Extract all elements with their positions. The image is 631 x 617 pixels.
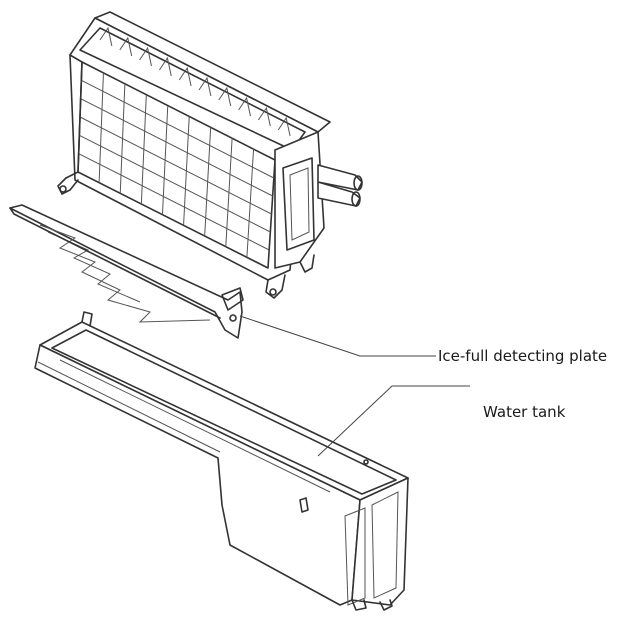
label-water-tank: Water tank (483, 403, 566, 421)
ice-tray-assembly (57, 11, 363, 299)
tray-fins (99, 26, 291, 137)
callout-ice-full-plate: Ice-full detecting plate (239, 315, 607, 365)
label-ice-full-plate: Ice-full detecting plate (438, 347, 607, 365)
water-tank (34, 311, 409, 611)
leader-line-water-tank (317, 385, 470, 457)
tray-grid (78, 72, 275, 258)
leader-line-ice-full-plate (239, 315, 436, 357)
ice-full-detecting-plate (9, 204, 244, 339)
callout-water-tank: Water tank (317, 385, 566, 457)
